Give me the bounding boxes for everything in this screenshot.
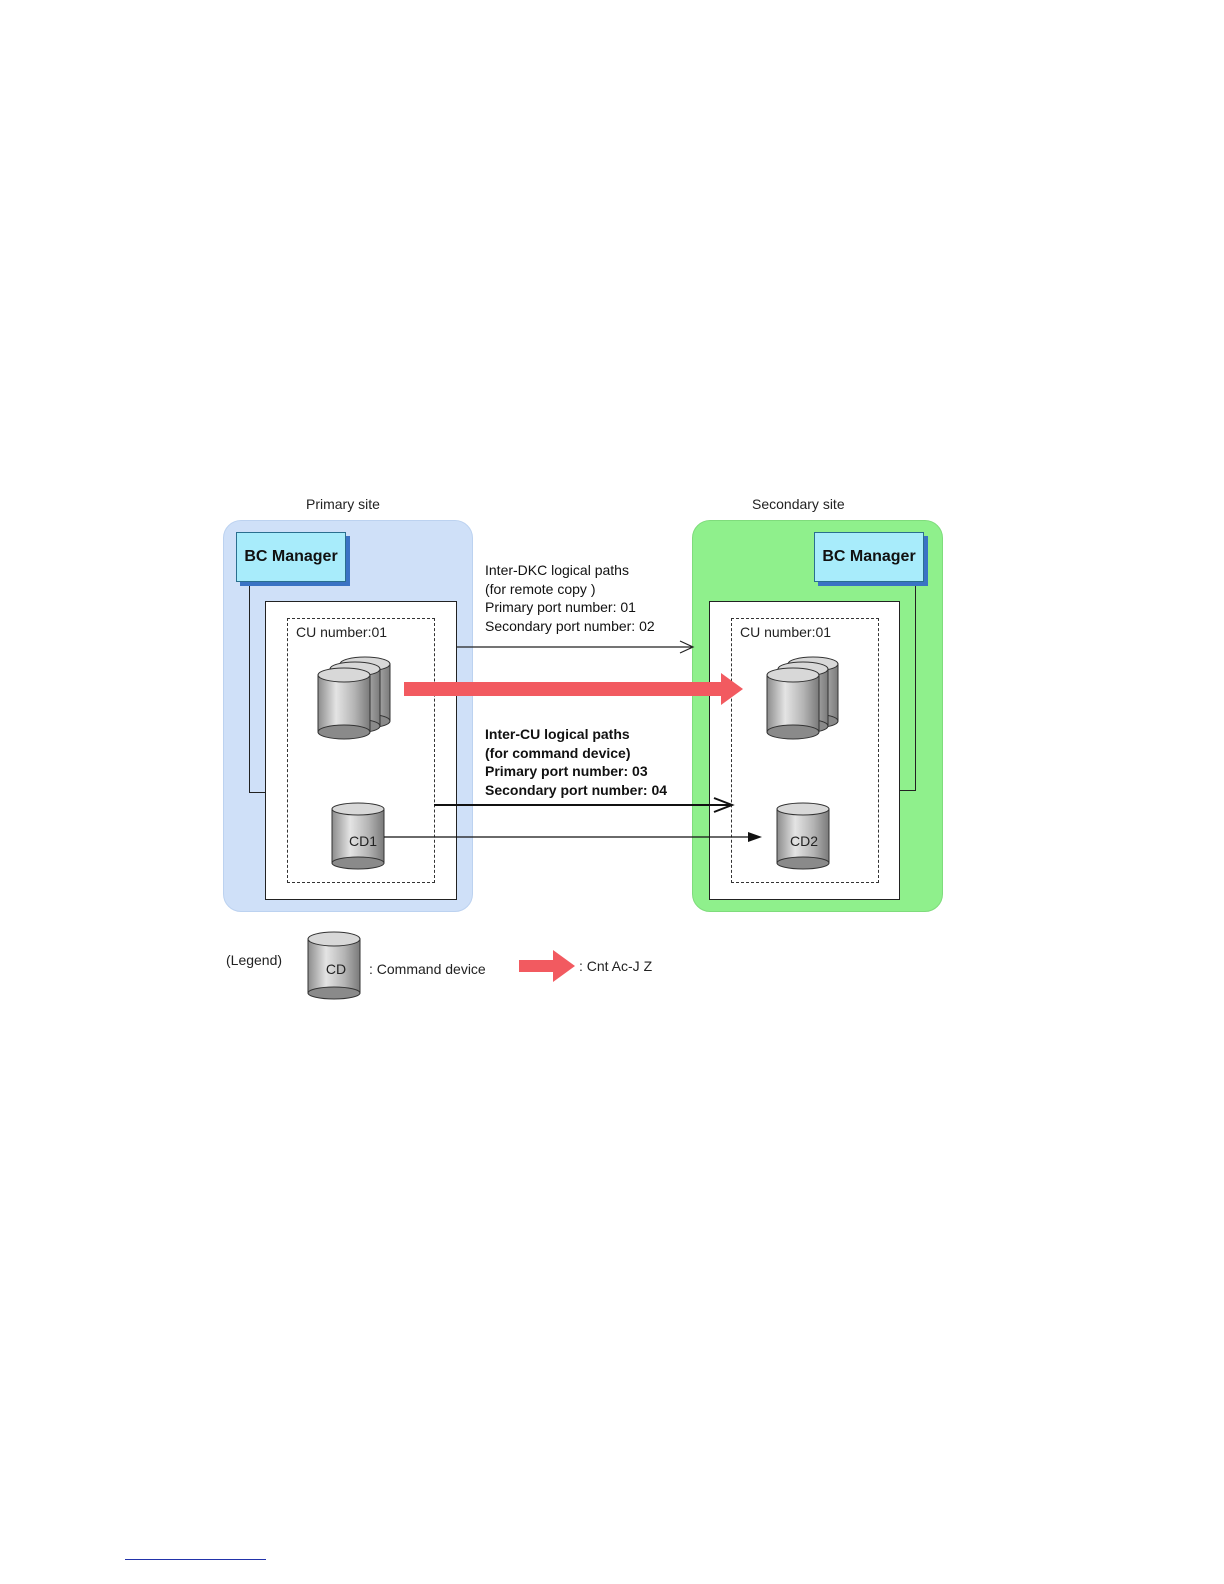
- legend-cd-text: : Command device: [369, 961, 486, 977]
- legend-cd-cylinder: CD: [307, 931, 361, 1000]
- inter-dkc-text: Inter-DKC logical paths (for remote copy…: [485, 561, 655, 635]
- secondary-volume-stack: [766, 656, 839, 740]
- secondary-bc-manager: BC Manager: [814, 532, 924, 582]
- inter-cu-path-arrow: [434, 797, 735, 813]
- cd1-label: CD1: [349, 833, 377, 849]
- inter-cu-text: Inter-CU logical paths (for command devi…: [485, 725, 667, 799]
- primary-volume-stack: [317, 656, 391, 740]
- inter-dkc-path-arrow: [456, 640, 695, 654]
- inter-dkc-line-2: (for remote copy ): [485, 580, 596, 597]
- remote-copy-arrow: [404, 673, 743, 705]
- primary-site-label: Primary site: [306, 496, 380, 512]
- primary-cu-box: [287, 618, 435, 883]
- cd1-cylinder: CD1: [331, 802, 385, 870]
- legend-cd-label: CD: [326, 961, 346, 977]
- inter-cu-line-4: Secondary port number: 04: [485, 781, 668, 798]
- legend-copy-arrow: [519, 950, 575, 982]
- legend-title: (Legend): [226, 952, 283, 968]
- cd2-cylinder: CD2: [776, 802, 830, 870]
- secondary-bc-connector: [898, 582, 916, 791]
- cd2-label: CD2: [790, 833, 818, 849]
- secondary-cu-label: CU number:01: [740, 624, 832, 640]
- legend-arrow-text: : Cnt Ac-J Z: [579, 958, 653, 974]
- primary-bc-manager: BC Manager: [236, 532, 346, 582]
- inter-cu-line-3: Primary port number: 03: [485, 763, 648, 779]
- primary-cu-label: CU number:01: [296, 624, 388, 640]
- secondary-site-label: Secondary site: [752, 496, 845, 512]
- primary-bc-connector: [249, 582, 267, 793]
- inter-cu-line-2: (for command device): [485, 744, 631, 761]
- inter-dkc-line-4: Secondary port number: 02: [485, 617, 655, 634]
- inter-dkc-line-1: Inter-DKC logical paths: [485, 562, 629, 578]
- footnote-rule: [125, 1559, 266, 1560]
- cd-to-cd-arrow: [384, 832, 762, 842]
- inter-dkc-line-3: Primary port number: 01: [485, 599, 636, 615]
- inter-cu-line-1: Inter-CU logical paths: [485, 726, 630, 742]
- secondary-cu-box: [731, 618, 879, 883]
